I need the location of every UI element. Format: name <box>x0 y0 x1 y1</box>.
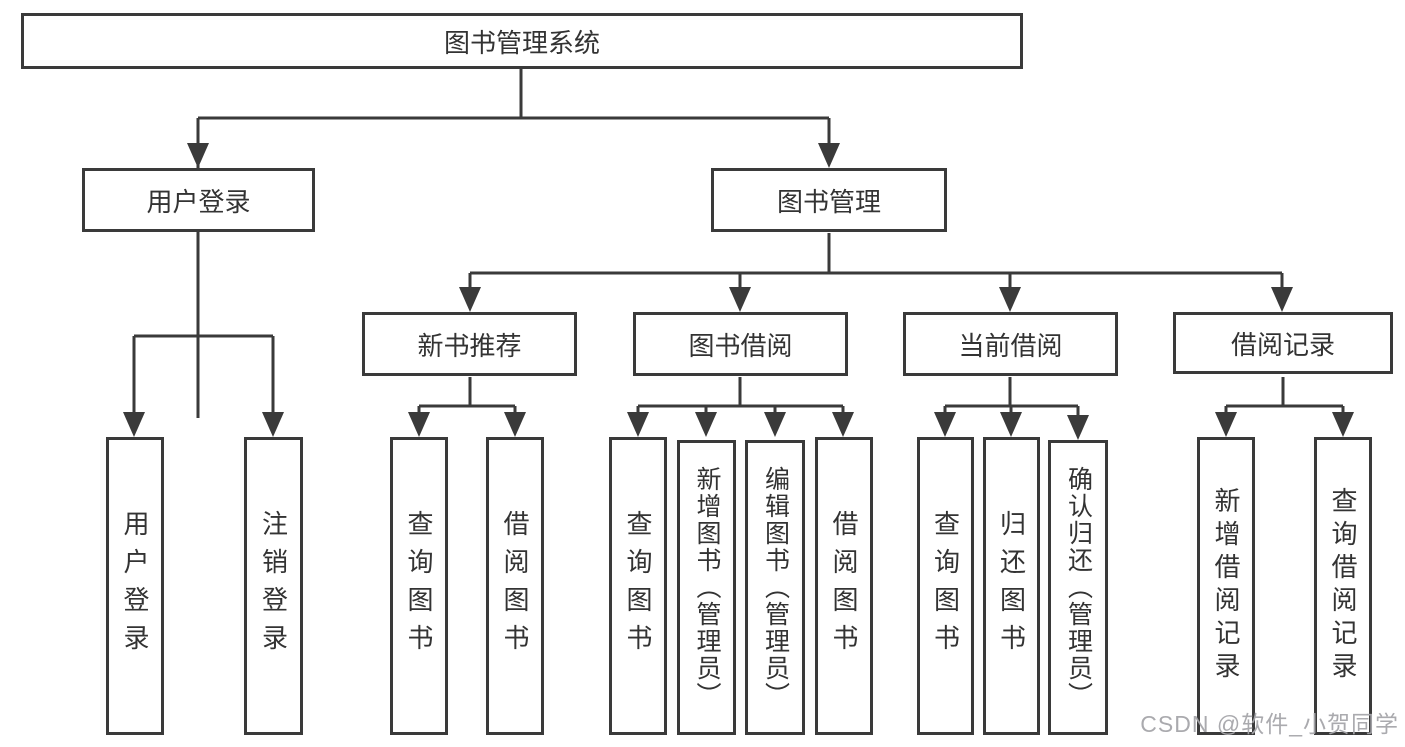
node-user-login: 用户登录 <box>82 168 315 232</box>
node-new-book-recommend: 新书推荐 <box>362 312 577 376</box>
leaf-return-books: 归还图书 <box>983 437 1040 735</box>
leaf-user-login: 用户登录 <box>106 437 164 735</box>
node-user-login-label: 用户登录 <box>146 186 251 217</box>
leaf-add-books-admin: 新增图书（管理员） <box>677 440 736 735</box>
leaf-confirm-return-admin: 确认归还（管理员） <box>1048 440 1108 735</box>
arrowheads <box>123 143 1354 440</box>
node-book-management: 图书管理 <box>711 168 947 232</box>
node-root: 图书管理系统 <box>21 13 1023 69</box>
node-root-label: 图书管理系统 <box>443 27 600 58</box>
node-book-management-label: 图书管理 <box>776 186 881 217</box>
node-current-borrowing: 当前借阅 <box>903 312 1118 376</box>
node-new-book-recommend-label: 新书推荐 <box>417 330 522 361</box>
node-current-borrowing-label: 当前借阅 <box>958 330 1063 361</box>
leaf-query-books-current: 查询图书 <box>917 437 974 735</box>
leaf-logout: 注销登录 <box>244 437 303 735</box>
leaf-borrow-books-recommend: 借阅图书 <box>486 437 544 735</box>
leaf-query-books-borrowing: 查询图书 <box>609 437 667 735</box>
node-book-borrowing-label: 图书借阅 <box>688 330 793 361</box>
leaf-edit-books-admin: 编辑图书（管理员） <box>745 440 805 735</box>
node-borrowing-records: 借阅记录 <box>1173 312 1393 374</box>
leaf-query-borrow-record: 查询借阅记录 <box>1314 437 1372 735</box>
leaf-add-borrow-record: 新增借阅记录 <box>1197 437 1255 735</box>
leaf-query-books-recommend: 查询图书 <box>390 437 448 735</box>
node-book-borrowing: 图书借阅 <box>633 312 848 376</box>
node-borrowing-records-label: 借阅记录 <box>1230 329 1335 360</box>
leaf-borrow-books: 借阅图书 <box>815 437 873 735</box>
